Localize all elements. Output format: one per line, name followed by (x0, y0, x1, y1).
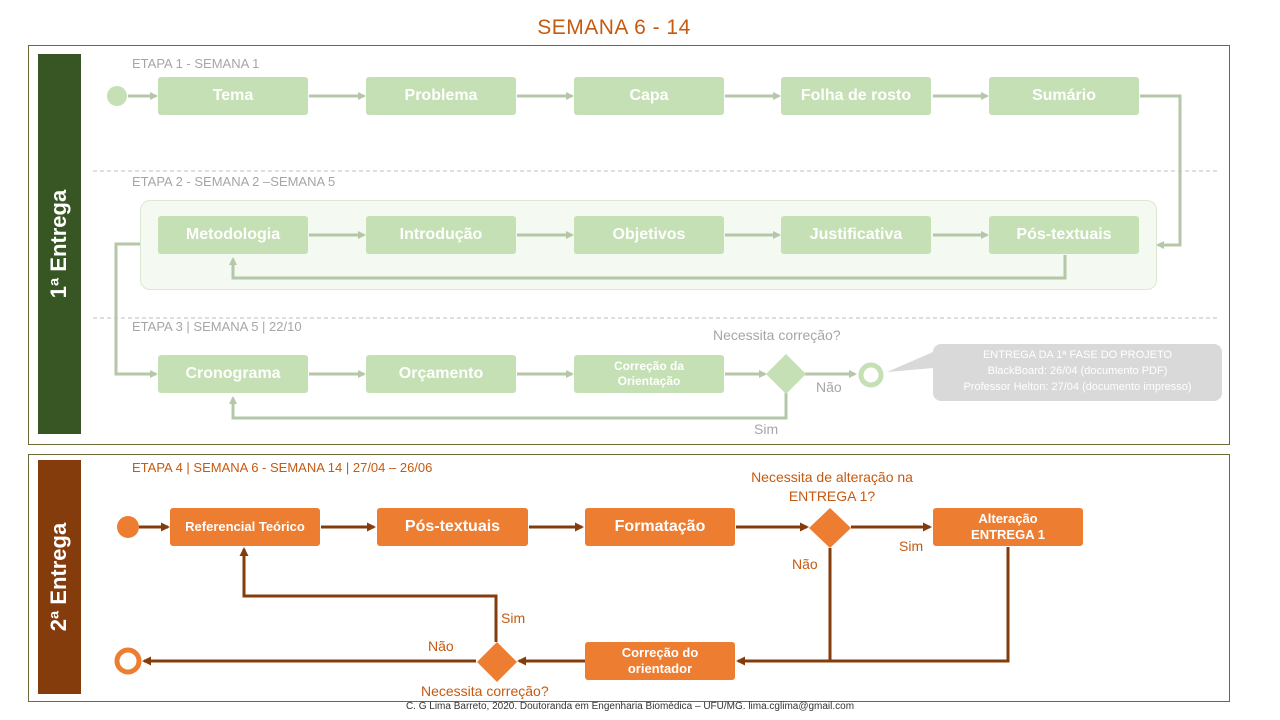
decision-1-yes-label: Sim (754, 421, 779, 437)
step-pos-textuais-2: Pós-textuais (377, 508, 528, 546)
decision-1-question: Necessita correção? (713, 327, 841, 343)
stage3-label: ETAPA 3 | SEMANA 5 | 22/10 (132, 319, 302, 334)
step-alteracao-entrega-1: Alteração ENTREGA 1 (933, 508, 1083, 546)
callout-line-1: ENTREGA DA 1ª FASE DO PROJETO (982, 349, 1173, 361)
stage2-label: ETAPA 2 - SEMANA 2 –SEMANA 5 (132, 174, 336, 189)
end-node-1 (858, 362, 884, 388)
step-metodologia: Metodologia (158, 216, 308, 254)
step-pos-textuais-1: Pós-textuais (989, 216, 1139, 254)
decision-diamond-2 (809, 508, 851, 548)
stage4-label: ETAPA 4 | SEMANA 6 - SEMANA 14 | 27/04 –… (132, 460, 433, 475)
second-delivery-side-bar: 2ª Entrega (38, 460, 81, 694)
step-folha-de-rosto: Folha de rosto (781, 77, 931, 115)
step-tema: Tema (158, 77, 308, 115)
step-orcamento: Orçamento (366, 355, 516, 393)
step-objetivos: Objetivos (574, 216, 724, 254)
step-sumario: Sumário (989, 77, 1139, 115)
step-correcao-orientacao: Correção da Orientação (574, 355, 724, 393)
decision-1-no-label: Não (816, 379, 842, 395)
decision-diamond-1 (766, 354, 806, 394)
decision-3-yes-label: Sim (501, 610, 526, 626)
step-referencial-teorico: Referencial Teórico (170, 508, 320, 546)
step-justificativa: Justificativa (781, 216, 931, 254)
decision-3-no-label: Não (428, 638, 454, 654)
end-node-2 (114, 647, 142, 675)
decision-2-yes-label: Sim (899, 538, 924, 554)
step-correcao-orientador: Correção do orientador (585, 642, 735, 680)
decision-2-question: Necessita de alteração na ENTREGA 1? (751, 469, 913, 504)
step-cronograma: Cronograma (158, 355, 308, 393)
callout-line-3: Professor Helton: 27/04 (documento impre… (963, 380, 1192, 393)
page-title: SEMANA 6 - 14 (537, 16, 691, 39)
step-capa: Capa (574, 77, 724, 115)
decision-2-no-label: Não (792, 556, 818, 572)
step-formatacao: Formatação (585, 508, 735, 546)
start-node-1 (107, 86, 127, 106)
decision-diamond-3 (477, 642, 517, 682)
first-delivery-side-bar: 1ª Entrega (38, 54, 81, 434)
step-introducao: Introdução (366, 216, 516, 254)
delivery-callout: ENTREGA DA 1ª FASE DO PROJETO BlackBoard… (933, 344, 1222, 401)
decision-3-question: Necessita correção? (421, 683, 549, 699)
step-problema: Problema (366, 77, 516, 115)
start-node-2 (117, 516, 139, 538)
stage1-label: ETAPA 1 - SEMANA 1 (132, 56, 260, 71)
footer-credit: C. G Lima Barreto, 2020. Doutoranda em E… (405, 701, 855, 712)
callout-line-2: BlackBoard: 26/04 (documento PDF) (987, 364, 1168, 377)
